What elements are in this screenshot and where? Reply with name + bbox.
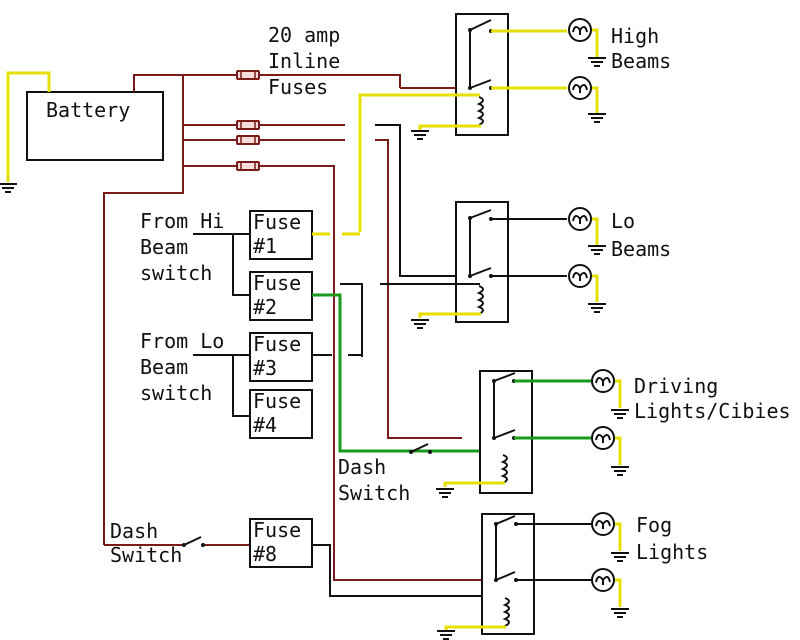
relay-driving-lights — [479, 370, 533, 494]
lamp-icon — [568, 264, 592, 288]
lo-beams-label: Lo Beams — [611, 209, 671, 261]
ground-icon — [0, 183, 18, 193]
relay-fog-lights — [481, 513, 535, 635]
svg-text:Fuse: Fuse — [253, 389, 301, 413]
ground-icon — [410, 130, 430, 140]
lamp-icon — [591, 568, 615, 592]
lamp-icon — [591, 426, 615, 450]
inline-fuse-4 — [236, 161, 260, 171]
main-power-wire — [133, 74, 401, 92]
fuse-2: Fuse #2 — [249, 271, 313, 321]
svg-text:#4: #4 — [253, 413, 277, 437]
lamp-ground-wire — [615, 436, 622, 465]
relay-ground-wire — [443, 481, 505, 487]
power-bus-wire — [103, 75, 184, 545]
lamp-ground-wire — [615, 578, 622, 607]
lamp-ground-wire — [615, 379, 622, 408]
hi-beam-switch-label: From Hi Beam switch — [140, 209, 236, 285]
lamp-ground-wire — [592, 86, 599, 113]
ground-icon — [610, 608, 630, 618]
ground-icon — [587, 303, 607, 313]
ground-icon — [587, 113, 607, 123]
lo-beam-trigger-wire — [340, 283, 363, 357]
lo-beam-power-wire — [375, 124, 462, 277]
fuse-2-output-wire — [312, 293, 500, 453]
svg-text:#2: #2 — [253, 295, 277, 319]
dash-switch-fog[interactable] — [182, 536, 205, 547]
fuse-1: Fuse #1 — [249, 210, 313, 260]
dash-switch-1-label: Dash Switch — [338, 455, 410, 505]
svg-text:#3: #3 — [253, 356, 277, 380]
svg-text:Fuse: Fuse — [253, 332, 301, 356]
ground-icon — [587, 245, 607, 255]
dash-switch-driving[interactable] — [409, 443, 432, 454]
lamp-ground-wire — [592, 274, 599, 302]
svg-text:Fuse: Fuse — [253, 210, 301, 234]
battery-ground-wire — [6, 71, 51, 182]
inline-fuse-2 — [236, 120, 260, 130]
lamp-ground-wire — [592, 217, 599, 245]
driving-lights-label: Driving Lights/Cibies — [634, 374, 791, 423]
lamp-icon — [568, 207, 592, 231]
hi-beam-trigger-wire — [358, 93, 480, 232]
inline-fuse-1 — [236, 70, 260, 80]
fog-trigger-wire — [312, 544, 505, 597]
svg-text:Fuse: Fuse — [253, 271, 301, 295]
lamp-ground-wire — [592, 28, 599, 57]
driving-power-wire — [375, 139, 462, 439]
lamp-icon — [568, 76, 592, 100]
ground-icon — [410, 319, 430, 329]
lamp-icon — [591, 369, 615, 393]
relay-high-beams — [455, 13, 509, 136]
lamp-ground-wire — [615, 522, 622, 551]
relay-ground-wire — [444, 625, 506, 630]
svg-text:#1: #1 — [253, 234, 277, 258]
ground-icon — [610, 466, 630, 476]
lamp-icon — [568, 18, 592, 42]
battery-box — [26, 91, 164, 161]
svg-text:Fuse: Fuse — [253, 518, 301, 542]
inline-fuse-3 — [236, 135, 260, 145]
fog-lights-label: Fog Lights — [636, 513, 708, 564]
relay-ground-wire — [418, 312, 481, 318]
fuse-8: Fuse #8 — [249, 518, 313, 568]
relay-ground-wire — [418, 124, 481, 130]
svg-text:#8: #8 — [253, 542, 277, 566]
ground-icon — [435, 488, 455, 498]
ground-icon — [436, 630, 456, 640]
inline-fuses-label: 20 amp Inline Fuses — [268, 23, 352, 99]
high-beams-label: High Beams — [611, 24, 671, 73]
battery-label: Battery — [46, 98, 130, 122]
ground-icon — [610, 552, 630, 562]
ground-icon — [587, 57, 607, 67]
lamp-icon — [591, 512, 615, 536]
ground-icon — [610, 409, 630, 419]
dash-switch-2-label: Dash Switch — [110, 519, 182, 567]
battery: Battery — [26, 91, 164, 161]
fuse-4: Fuse #4 — [249, 389, 313, 439]
lo-beam-switch-label: From Lo Beam switch — [140, 329, 236, 405]
fuse-3: Fuse #3 — [249, 332, 313, 382]
relay-lo-beams — [455, 201, 509, 323]
